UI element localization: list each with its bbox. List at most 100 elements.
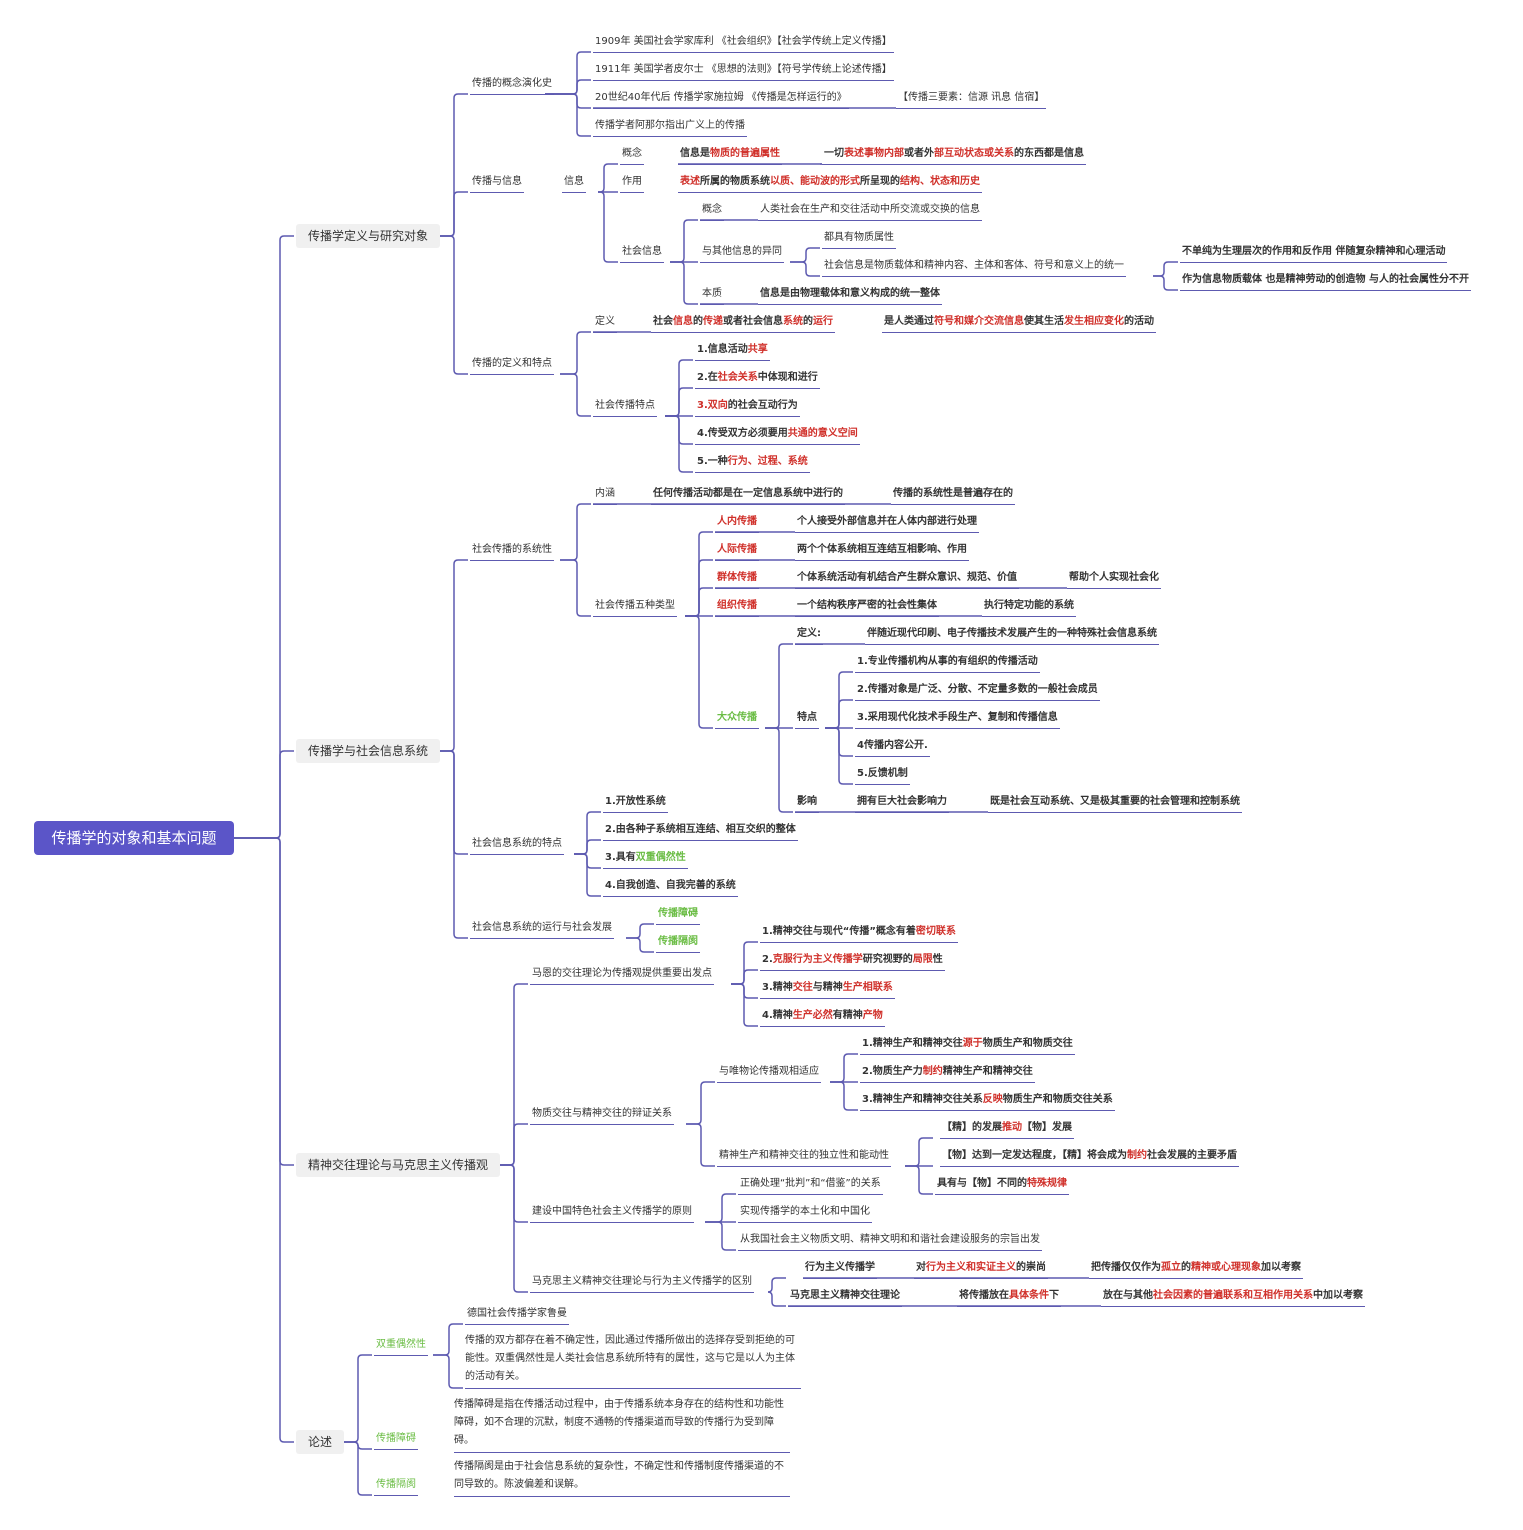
node-c1a[interactable]: 1.精神交往与现代“传播”概念有着密切联系: [760, 924, 958, 943]
node-b1av[interactable]: 任何传播活动都是在一定信息系统中进行的: [651, 486, 845, 505]
node-a3b4[interactable]: 4.传受双方必须要用共通的意义空间: [695, 426, 860, 445]
node-a2a3b2a[interactable]: 不单纯为生理层次的作用和反作用 伴随复杂精神和心理活动: [1180, 244, 1448, 263]
node-a2a1[interactable]: 概念: [620, 146, 644, 165]
node-b1b5a[interactable]: 定义:: [795, 626, 823, 645]
node-c3c[interactable]: 从我国社会主义物质文明、精神文明和和谐社会建设服务的宗旨出发: [738, 1232, 1042, 1251]
node-b1b5b2[interactable]: 2.传播对象是广泛、分散、不定量多数的一般社会成员: [855, 682, 1100, 701]
node-a3b3[interactable]: 3.双向的社会互动行为: [695, 398, 800, 417]
node-b2c[interactable]: 3.具有双重偶然性: [603, 850, 688, 869]
node-c2b2[interactable]: 【物】达到一定发达程度，【精】将会成为制约社会发展的主要矛盾: [940, 1148, 1239, 1167]
node-b2[interactable]: 社会信息系统的特点: [470, 836, 564, 855]
node-a3av[interactable]: 社会信息的传递或者社会信息系统的运行: [651, 314, 835, 333]
node-b1b2v[interactable]: 两个个体系统相互连结互相影响、作用: [795, 542, 969, 561]
node-a2a3[interactable]: 社会信息: [620, 244, 664, 263]
node-c2[interactable]: 物质交往与精神交往的辩证关系: [530, 1106, 674, 1125]
node-c2b1[interactable]: 【精】的发展推动【物】发展: [940, 1120, 1074, 1139]
node-a2a3av[interactable]: 人类社会在生产和交往活动中所交流或交换的信息: [758, 202, 982, 221]
node-b1b5c[interactable]: 影响: [795, 794, 819, 813]
node-b2d[interactable]: 4.自我创造、自我完善的系统: [603, 878, 738, 897]
node-b1a[interactable]: 内涵: [593, 486, 617, 505]
node-c2b3[interactable]: 具有与【物】不同的特殊规律: [935, 1176, 1069, 1195]
node-a2a3b[interactable]: 与其他信息的异同: [700, 244, 784, 263]
node-a2a3cv[interactable]: 信息是由物理载体和意义构成的统一整体: [758, 286, 942, 305]
node-b2b[interactable]: 2.由各种子系统相互连结、相互交织的整体: [603, 822, 798, 841]
node-b1b5b4[interactable]: 4传播内容公开.: [855, 738, 930, 757]
node-c1b[interactable]: 2.克服行为主义传播学研究视野的局限性: [760, 952, 945, 971]
node-b1b3v[interactable]: 个体系统活动有机结合产生群众意识、规范、价值: [795, 570, 1019, 589]
root-topic[interactable]: 传播学的对象和基本问题: [34, 821, 234, 855]
node-b1b1[interactable]: 人内传播: [715, 514, 759, 533]
node-b3a[interactable]: 传播障碍: [656, 906, 700, 925]
node-c2a3[interactable]: 3.精神生产和精神交往关系反映物质生产和物质交往关系: [860, 1092, 1115, 1111]
node-a1a[interactable]: 1909年 美国社会学家库利 《社会组织》【社会学传统上定义传播】: [593, 34, 894, 53]
node-c1c[interactable]: 3.精神交往与精神生产相联系: [760, 980, 895, 999]
node-c4av[interactable]: 对行为主义和实证主义的崇尚: [914, 1260, 1048, 1279]
node-b1b5b5[interactable]: 5.反馈机制: [855, 766, 910, 785]
node-a3a[interactable]: 定义: [593, 314, 617, 333]
node-b1b5b3[interactable]: 3.采用现代化技术手段生产、复制和传播信息: [855, 710, 1060, 729]
node-b1aw[interactable]: 传播的系统性是普遍存在的: [891, 486, 1015, 505]
node-c3[interactable]: 建设中国特色社会主义传播学的原则: [530, 1204, 694, 1223]
node-a3aw[interactable]: 是人类通过符号和媒介交流信息使其生活发生相应变化的活动: [882, 314, 1156, 333]
node-b1b3w[interactable]: 帮助个人实现社会化: [1067, 570, 1161, 589]
node-a1c[interactable]: 20世纪40年代后 传播学家施拉姆 《传播是怎样运行的》: [593, 90, 849, 109]
node-a2a3c[interactable]: 本质: [700, 286, 724, 305]
node-b[interactable]: 传播学与社会信息系统: [296, 739, 441, 763]
node-c3a[interactable]: 正确处理“批判”和“借鉴”的关系: [738, 1176, 883, 1195]
node-b1b1v[interactable]: 个人接受外部信息并在人体内部进行处理: [795, 514, 979, 533]
node-a3b1[interactable]: 1.信息活动共享: [695, 342, 770, 361]
node-a3b5[interactable]: 5.一种行为、过程、系统: [695, 454, 810, 473]
node-b1b4[interactable]: 组织传播: [715, 598, 759, 617]
node-a[interactable]: 传播学定义与研究对象: [296, 224, 441, 248]
node-d3[interactable]: 传播隔阂: [374, 1477, 418, 1496]
node-b1b3[interactable]: 群体传播: [715, 570, 759, 589]
node-b1b[interactable]: 社会传播五种类型: [593, 598, 677, 617]
node-b3b[interactable]: 传播隔阂: [656, 934, 700, 953]
node-a2[interactable]: 传播与信息: [470, 174, 524, 193]
node-a1[interactable]: 传播的概念演化史: [470, 76, 554, 95]
node-b1[interactable]: 社会传播的系统性: [470, 542, 554, 561]
node-b1b5cw[interactable]: 既是社会互动系统、又是极其重要的社会管理和控制系统: [988, 794, 1242, 813]
node-a1b[interactable]: 1911年 美国学者皮尔士 《思想的法则》【符号学传统上论述传播】: [593, 62, 894, 81]
node-c1[interactable]: 马恩的交往理论为传播观提供重要出发点: [530, 966, 714, 985]
node-c2a2[interactable]: 2.物质生产力制约精神生产和精神交往: [860, 1064, 1035, 1083]
node-b3[interactable]: 社会信息系统的运行与社会发展: [470, 920, 614, 939]
node-b1b5[interactable]: 大众传播: [715, 710, 759, 729]
node-c4a[interactable]: 行为主义传播学: [803, 1260, 877, 1279]
node-a1d[interactable]: 传播学者阿那尔指出广义上的传播: [593, 118, 747, 137]
node-a3b[interactable]: 社会传播特点: [593, 398, 657, 417]
node-c[interactable]: 精神交往理论与马克思主义传播观: [296, 1153, 501, 1177]
node-a2a2v[interactable]: 表述所属的物质系统以质、能动波的形式所呈现的结构、状态和历史: [678, 174, 982, 193]
node-d1a[interactable]: 德国社会传播学家鲁曼: [465, 1306, 569, 1325]
node-b1b5b1[interactable]: 1.专业传播机构从事的有组织的传播活动: [855, 654, 1040, 673]
node-b1b5av[interactable]: 伴随近现代印刷、电子传播技术发展产生的一种特殊社会信息系统: [865, 626, 1159, 645]
node-c4[interactable]: 马克思主义精神交往理论与行为主义传播学的区别: [530, 1274, 754, 1293]
node-c4aw[interactable]: 把传播仅仅作为孤立的精神或心理现象加以考察: [1089, 1260, 1303, 1279]
node-b2a[interactable]: 1.开放性系统: [603, 794, 668, 813]
node-b1b5cv[interactable]: 拥有巨大社会影响力: [855, 794, 949, 813]
node-a2a3a[interactable]: 概念: [700, 202, 724, 221]
node-b1b4v[interactable]: 一个结构秩序严密的社会性集体: [795, 598, 939, 617]
node-c3b[interactable]: 实现传播学的本土化和中国化: [738, 1204, 872, 1223]
node-c1d[interactable]: 4.精神生产必然有精神产物: [760, 1008, 885, 1027]
node-a2a3b1[interactable]: 都具有物质属性: [822, 230, 896, 249]
node-c4b[interactable]: 马克思主义精神交往理论: [788, 1288, 902, 1307]
node-a2a3b2[interactable]: 社会信息是物质载体和精神内容、主体和客体、符号和意义上的统一: [822, 258, 1126, 277]
node-c2a[interactable]: 与唯物论传播观相适应: [717, 1064, 821, 1083]
node-d1[interactable]: 双重偶然性: [374, 1337, 428, 1356]
node-a3[interactable]: 传播的定义和特点: [470, 356, 554, 375]
node-c2b[interactable]: 精神生产和精神交往的独立性和能动性: [717, 1148, 891, 1167]
node-c4bv[interactable]: 将传播放在具体条件下: [957, 1288, 1061, 1307]
node-a2a3b2b[interactable]: 作为信息物质载体 也是精神劳动的创造物 与人的社会属性分不开: [1180, 272, 1471, 291]
node-b1b2[interactable]: 人际传播: [715, 542, 759, 561]
node-b1b4w[interactable]: 执行特定功能的系统: [982, 598, 1076, 617]
node-d[interactable]: 论述: [296, 1430, 345, 1454]
node-d2[interactable]: 传播障碍: [374, 1431, 418, 1450]
node-c2a1[interactable]: 1.精神生产和精神交往源于物质生产和物质交往: [860, 1036, 1075, 1055]
node-a2a1v[interactable]: 信息是物质的普遍属性: [678, 146, 782, 165]
node-a3b2[interactable]: 2.在社会关系中体现和进行: [695, 370, 820, 389]
node-a2a[interactable]: 信息: [562, 174, 586, 193]
node-a1c2[interactable]: 【传播三要素：信源 讯息 信宿】: [896, 90, 1047, 109]
node-b1b5b[interactable]: 特点: [795, 710, 819, 729]
node-a2a2[interactable]: 作用: [620, 174, 644, 193]
